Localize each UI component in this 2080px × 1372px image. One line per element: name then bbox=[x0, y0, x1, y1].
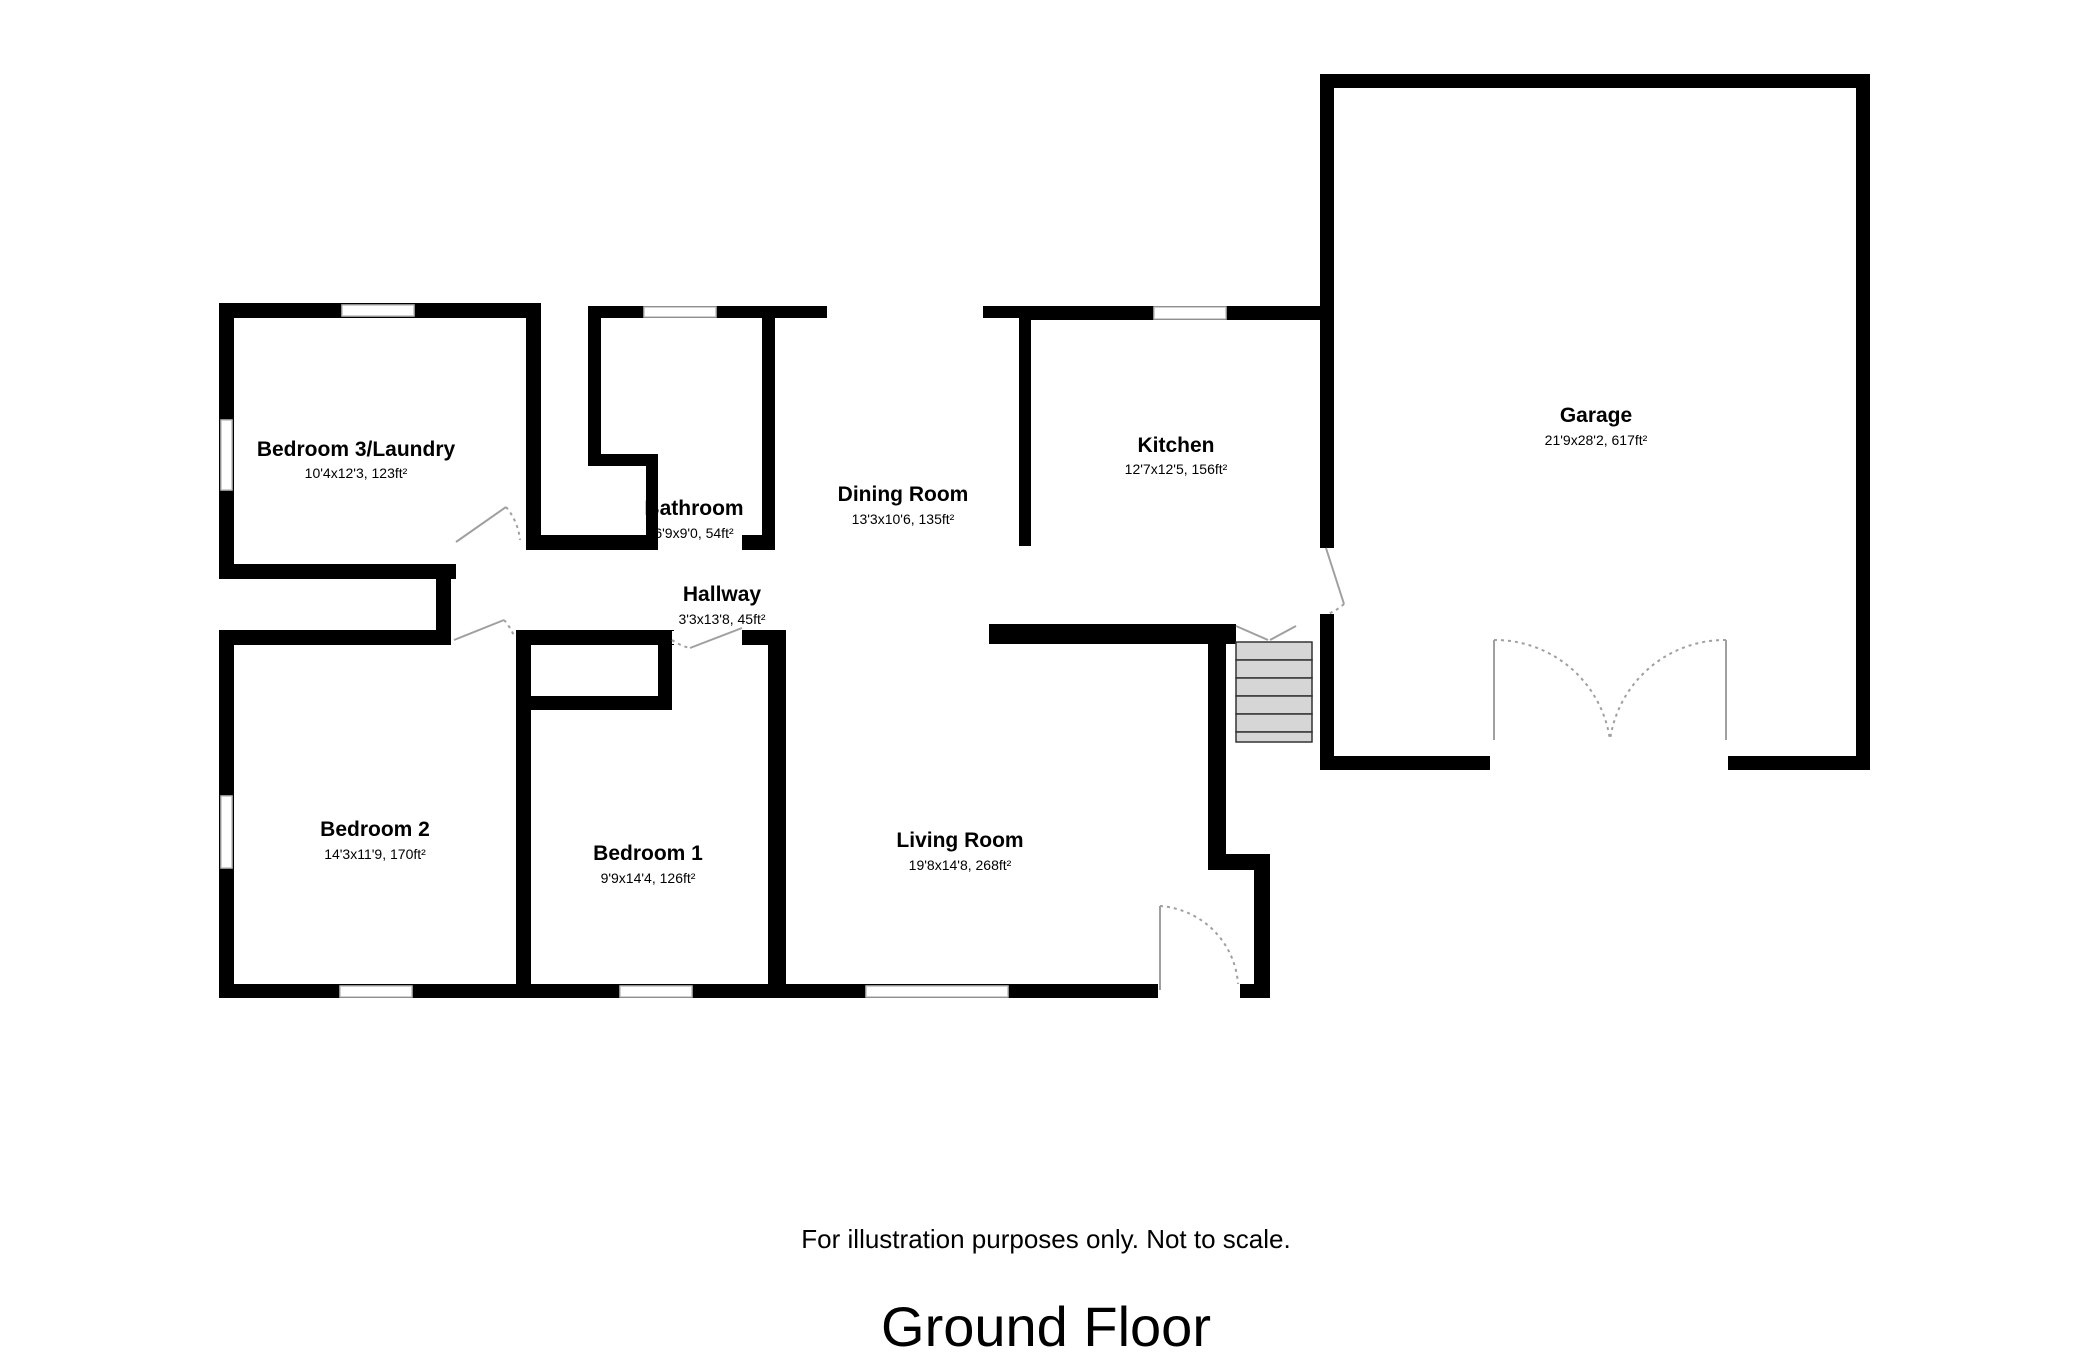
stairs bbox=[1235, 641, 1313, 743]
wall bbox=[526, 303, 541, 549]
wall bbox=[516, 630, 531, 998]
door-swing bbox=[1327, 603, 1345, 615]
stair-step bbox=[1235, 659, 1313, 679]
door-openings bbox=[451, 536, 1333, 998]
window bbox=[220, 419, 233, 491]
door-swing bbox=[1493, 638, 1611, 741]
room-dims-bedroom3: 10'4x12'3, 123ft² bbox=[305, 465, 408, 481]
door bbox=[455, 506, 507, 543]
wall bbox=[989, 624, 1236, 644]
window bbox=[220, 795, 233, 869]
wall bbox=[1240, 984, 1270, 998]
stair-step bbox=[1235, 731, 1313, 743]
room-dims-bathroom: 6'9x9'0, 54ft² bbox=[654, 525, 734, 541]
wall bbox=[588, 306, 601, 466]
stair-step bbox=[1235, 641, 1313, 661]
door bbox=[1269, 625, 1297, 641]
wall bbox=[219, 630, 451, 645]
door-swing bbox=[671, 639, 691, 649]
door bbox=[1235, 625, 1269, 641]
room-dims-hallway: 3'3x13'8, 45ft² bbox=[678, 611, 765, 627]
room-dims-bedroom1: 9'9x14'4, 126ft² bbox=[601, 870, 696, 886]
door-swing bbox=[503, 619, 515, 637]
window bbox=[643, 306, 717, 318]
window bbox=[341, 304, 415, 317]
door-swing bbox=[505, 506, 521, 541]
door-swing bbox=[1609, 638, 1727, 741]
room-name-bathroom: Bathroom bbox=[644, 497, 743, 520]
room-dims-kitchen: 12'7x12'5, 156ft² bbox=[1125, 461, 1228, 477]
stair-step bbox=[1235, 677, 1313, 697]
stair-step bbox=[1235, 713, 1313, 733]
room-labels: Bedroom 3/Laundry 10'4x12'3, 123ft² Bath… bbox=[257, 404, 1648, 886]
wall bbox=[1856, 74, 1870, 770]
wall bbox=[658, 630, 672, 710]
room-name-dining: Dining Room bbox=[838, 483, 969, 506]
room-dims-living: 19'8x14'8, 268ft² bbox=[909, 857, 1012, 873]
disclaimer-text: For illustration purposes only. Not to s… bbox=[801, 1224, 1290, 1254]
wall bbox=[588, 454, 658, 466]
wall bbox=[516, 696, 672, 710]
wall bbox=[1320, 614, 1334, 770]
wall bbox=[1320, 756, 1490, 770]
room-name-bedroom1: Bedroom 1 bbox=[593, 842, 703, 865]
wall bbox=[762, 306, 775, 550]
room-dims-dining: 13'3x10'6, 135ft² bbox=[852, 511, 955, 527]
wall bbox=[526, 535, 658, 550]
room-name-bedroom2: Bedroom 2 bbox=[320, 818, 430, 841]
room-name-living: Living Room bbox=[896, 829, 1023, 852]
wall bbox=[516, 630, 672, 642]
door bbox=[1325, 547, 1345, 605]
room-dims-garage: 21'9x28'2, 617ft² bbox=[1545, 432, 1648, 448]
room-name-garage: Garage bbox=[1560, 404, 1632, 427]
window bbox=[619, 985, 693, 998]
room-name-hallway: Hallway bbox=[683, 583, 762, 606]
windows bbox=[220, 304, 1227, 998]
doors bbox=[453, 506, 1727, 990]
door bbox=[453, 619, 505, 641]
wall bbox=[742, 535, 775, 550]
window bbox=[865, 985, 1009, 998]
wall bbox=[219, 564, 456, 579]
wall bbox=[1254, 854, 1270, 998]
wall bbox=[1320, 74, 1334, 548]
door-swing bbox=[1159, 905, 1239, 985]
wall bbox=[1728, 756, 1870, 770]
room-dims-bedroom2: 14'3x11'9, 170ft² bbox=[324, 846, 426, 862]
wall bbox=[646, 454, 658, 538]
wall bbox=[1019, 306, 1031, 546]
window bbox=[1153, 306, 1227, 320]
wall bbox=[1320, 74, 1870, 88]
wall bbox=[768, 630, 786, 998]
window bbox=[339, 985, 413, 998]
door bbox=[689, 627, 743, 649]
room-name-bedroom3: Bedroom 3/Laundry bbox=[257, 438, 456, 461]
wall bbox=[762, 306, 827, 318]
room-name-kitchen: Kitchen bbox=[1137, 434, 1214, 457]
floor-title: Ground Floor bbox=[881, 1295, 1211, 1358]
wall bbox=[436, 564, 451, 630]
stair-step bbox=[1235, 695, 1313, 715]
wall bbox=[742, 630, 772, 645]
wall bbox=[1208, 624, 1226, 870]
walls bbox=[219, 74, 1870, 998]
